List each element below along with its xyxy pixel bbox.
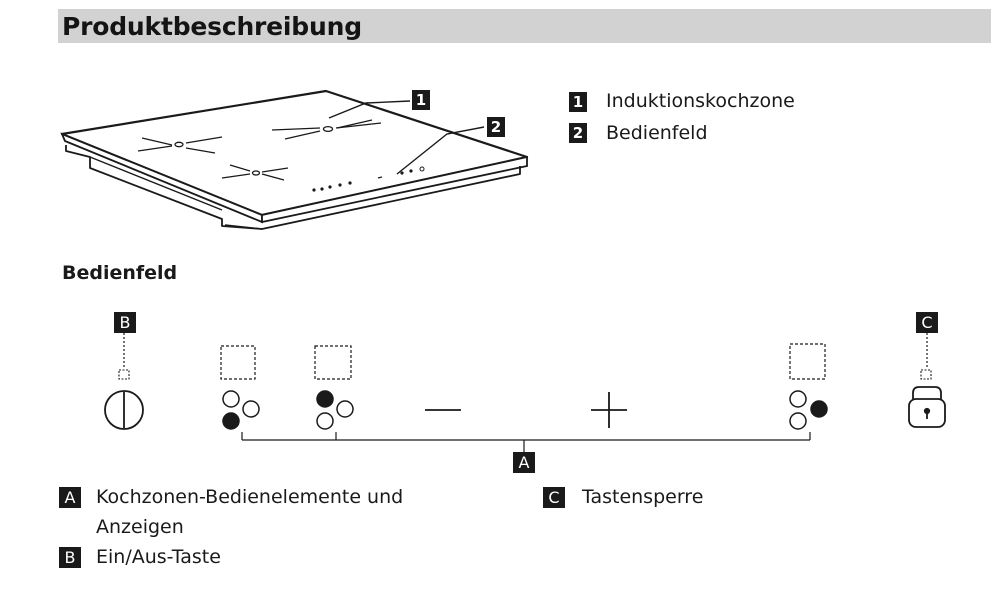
legend-badge-c: C <box>543 487 565 508</box>
lock-icon <box>908 386 946 428</box>
legend-label-on-off-key: Ein/Aus-Taste <box>96 546 221 568</box>
zone-indicator-1 <box>222 390 260 430</box>
callout-badge-1: 1 <box>412 90 430 110</box>
legend-badge-a: A <box>59 487 81 508</box>
plus-icon <box>591 392 627 428</box>
header-bar <box>58 9 991 43</box>
zone-indicator-3 <box>789 390 828 430</box>
legend-label-key-lock: Tastensperre <box>582 486 704 508</box>
legend-badge-b: B <box>59 547 81 568</box>
legend-label-zone-controls-cont: Anzeigen <box>96 516 184 538</box>
callout-badge-b: B <box>114 312 136 333</box>
panel-heading: Bedienfeld <box>62 262 178 284</box>
control-panel-marks <box>312 166 425 192</box>
legend-badge-2: 2 <box>569 123 587 143</box>
power-icon <box>104 390 144 430</box>
legend-badge-1: 1 <box>569 92 587 112</box>
callout-badge-c: C <box>916 312 938 333</box>
cooking-zone-markings <box>137 119 382 181</box>
legend-label-control-panel: Bedienfeld <box>606 122 708 144</box>
callout-badge-a: A <box>513 452 535 473</box>
page-title: Produktbeschreibung <box>62 12 362 41</box>
callout-bracket-a <box>241 432 811 452</box>
legend-label-induction-zone: Induktionskochzone <box>606 90 795 112</box>
legend-label-zone-controls: Kochzonen-Bedienelemente und <box>96 486 404 508</box>
callout-badge-2: 2 <box>487 117 505 137</box>
zone-indicator-2 <box>316 390 354 430</box>
